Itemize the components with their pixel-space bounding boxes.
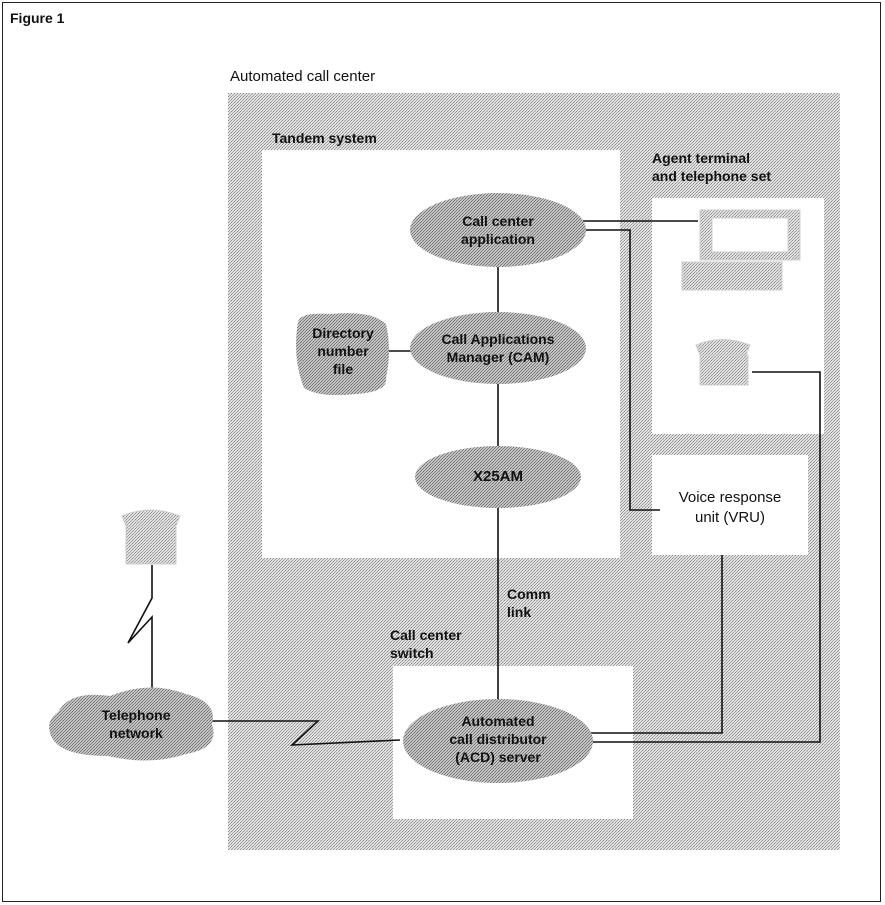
- customer-telephone-icon: [121, 509, 181, 565]
- vru-line2: unit (VRU): [694, 509, 765, 526]
- call-center-application-line2: application: [461, 231, 535, 247]
- link-network-acd: [208, 720, 401, 746]
- link-app-vru: [582, 229, 660, 511]
- tandem-system-title: Tandem system: [272, 130, 377, 146]
- vru-box: [652, 455, 808, 555]
- agent-telephone-title: and telephone set: [652, 168, 772, 184]
- directory-file-blob: [296, 313, 389, 396]
- link-phone-network: [127, 565, 153, 688]
- figure-label: Figure 1: [10, 10, 65, 26]
- directory-line1: Directory: [312, 325, 374, 341]
- acd-line1: Automated: [461, 713, 535, 729]
- call-center-application-oval: [410, 193, 586, 267]
- vru-line1: Voice response: [678, 489, 782, 506]
- agent-telephone-icon: [695, 339, 751, 386]
- comm-link-line2: link: [507, 604, 532, 620]
- link-acd-vru: [582, 555, 723, 734]
- telephone-network-line2: network: [109, 725, 163, 741]
- cam-line2: Manager (CAM): [446, 349, 550, 365]
- cam-label: Call Applications Manager (CAM): [418, 330, 578, 366]
- computer-terminal-icon: [681, 209, 801, 291]
- call-center-switch-title-line2: switch: [390, 645, 434, 661]
- call-center-switch-title-line1: Call center: [390, 627, 462, 643]
- acd-line3: (ACD) server: [455, 749, 541, 765]
- cam-oval: [410, 312, 586, 384]
- cam-line1: Call Applications: [441, 331, 555, 347]
- vru-label: Voice response unit (VRU): [652, 488, 808, 528]
- directory-line2: number: [317, 343, 369, 359]
- comm-link-label: Comm link: [507, 585, 551, 621]
- telephone-network-label: Telephone network: [80, 706, 192, 742]
- telephone-network-cloud: [49, 687, 214, 761]
- acd-label: Automated call distributor (ACD) server: [408, 712, 588, 766]
- call-center-application-label: Call center application: [418, 212, 578, 248]
- directory-number-file-label: Directory number file: [300, 324, 386, 378]
- link-acd-telephone: [582, 371, 821, 743]
- acd-line2: call distributor: [449, 731, 547, 747]
- x25am-oval: [415, 446, 581, 508]
- directory-line3: file: [332, 361, 354, 377]
- call-center-application-line1: Call center: [462, 213, 534, 229]
- x25am-label: X25AM: [418, 468, 578, 485]
- telephone-network-line1: Telephone: [101, 707, 171, 723]
- comm-link-line1: Comm: [507, 586, 551, 602]
- x25am-line1: X25AM: [472, 468, 524, 485]
- acd-oval: [403, 699, 593, 783]
- agent-terminal-title: Agent terminal: [652, 150, 751, 166]
- automated-call-center-title: Automated call center: [230, 68, 376, 85]
